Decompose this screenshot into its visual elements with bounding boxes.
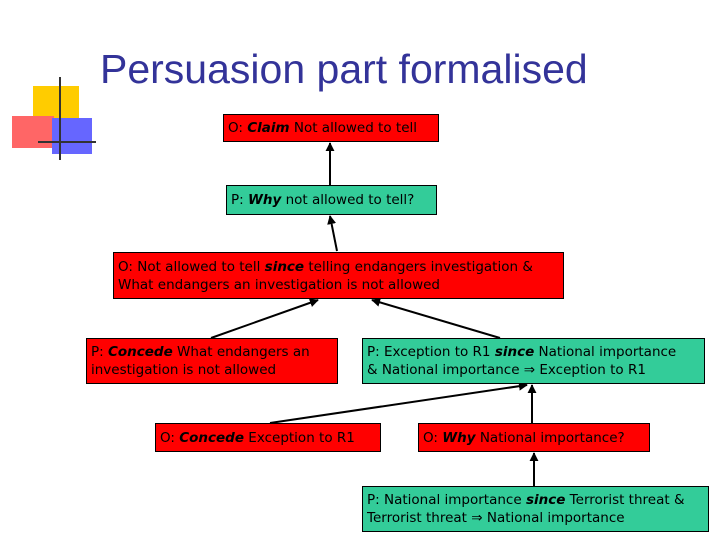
edge-n5-to-n3 [371, 297, 501, 339]
node-keyword: Why [442, 429, 476, 446]
node-keyword: since [494, 344, 535, 360]
deco-vertical-line [59, 77, 61, 160]
edge-n3-to-n2 [327, 215, 338, 252]
node-keyword: Claim [247, 120, 290, 136]
node-opponent-argument: O: Not allowed to tell since telling end… [113, 252, 564, 299]
node-opponent-concede: O: Concede Exception to R1 [155, 423, 381, 452]
edge-n6-to-n5 [269, 381, 528, 424]
slide-title: Persuasion part formalised [100, 46, 588, 92]
node-keyword: Concede [107, 344, 173, 360]
node-proponent-why: P: Why not allowed to tell? [226, 185, 437, 215]
node-keyword: since [264, 258, 305, 275]
node-opponent-claim: O: Claim Not allowed to tell [223, 114, 439, 142]
deco-horizontal-line [38, 141, 96, 143]
deco-blue-square [52, 118, 92, 154]
node-proponent-concede: P: Concede What endangers an investigati… [86, 338, 338, 384]
edge-n4-to-n3 [210, 298, 319, 339]
node-keyword: Why [247, 192, 282, 208]
node-keyword: since [525, 492, 566, 508]
node-proponent-exception: P: Exception to R1 since National import… [362, 338, 705, 384]
node-proponent-national-importance: P: National importance since Terrorist t… [362, 486, 709, 532]
node-opponent-why: O: Why National importance? [418, 423, 650, 452]
node-keyword: Concede [179, 429, 245, 446]
